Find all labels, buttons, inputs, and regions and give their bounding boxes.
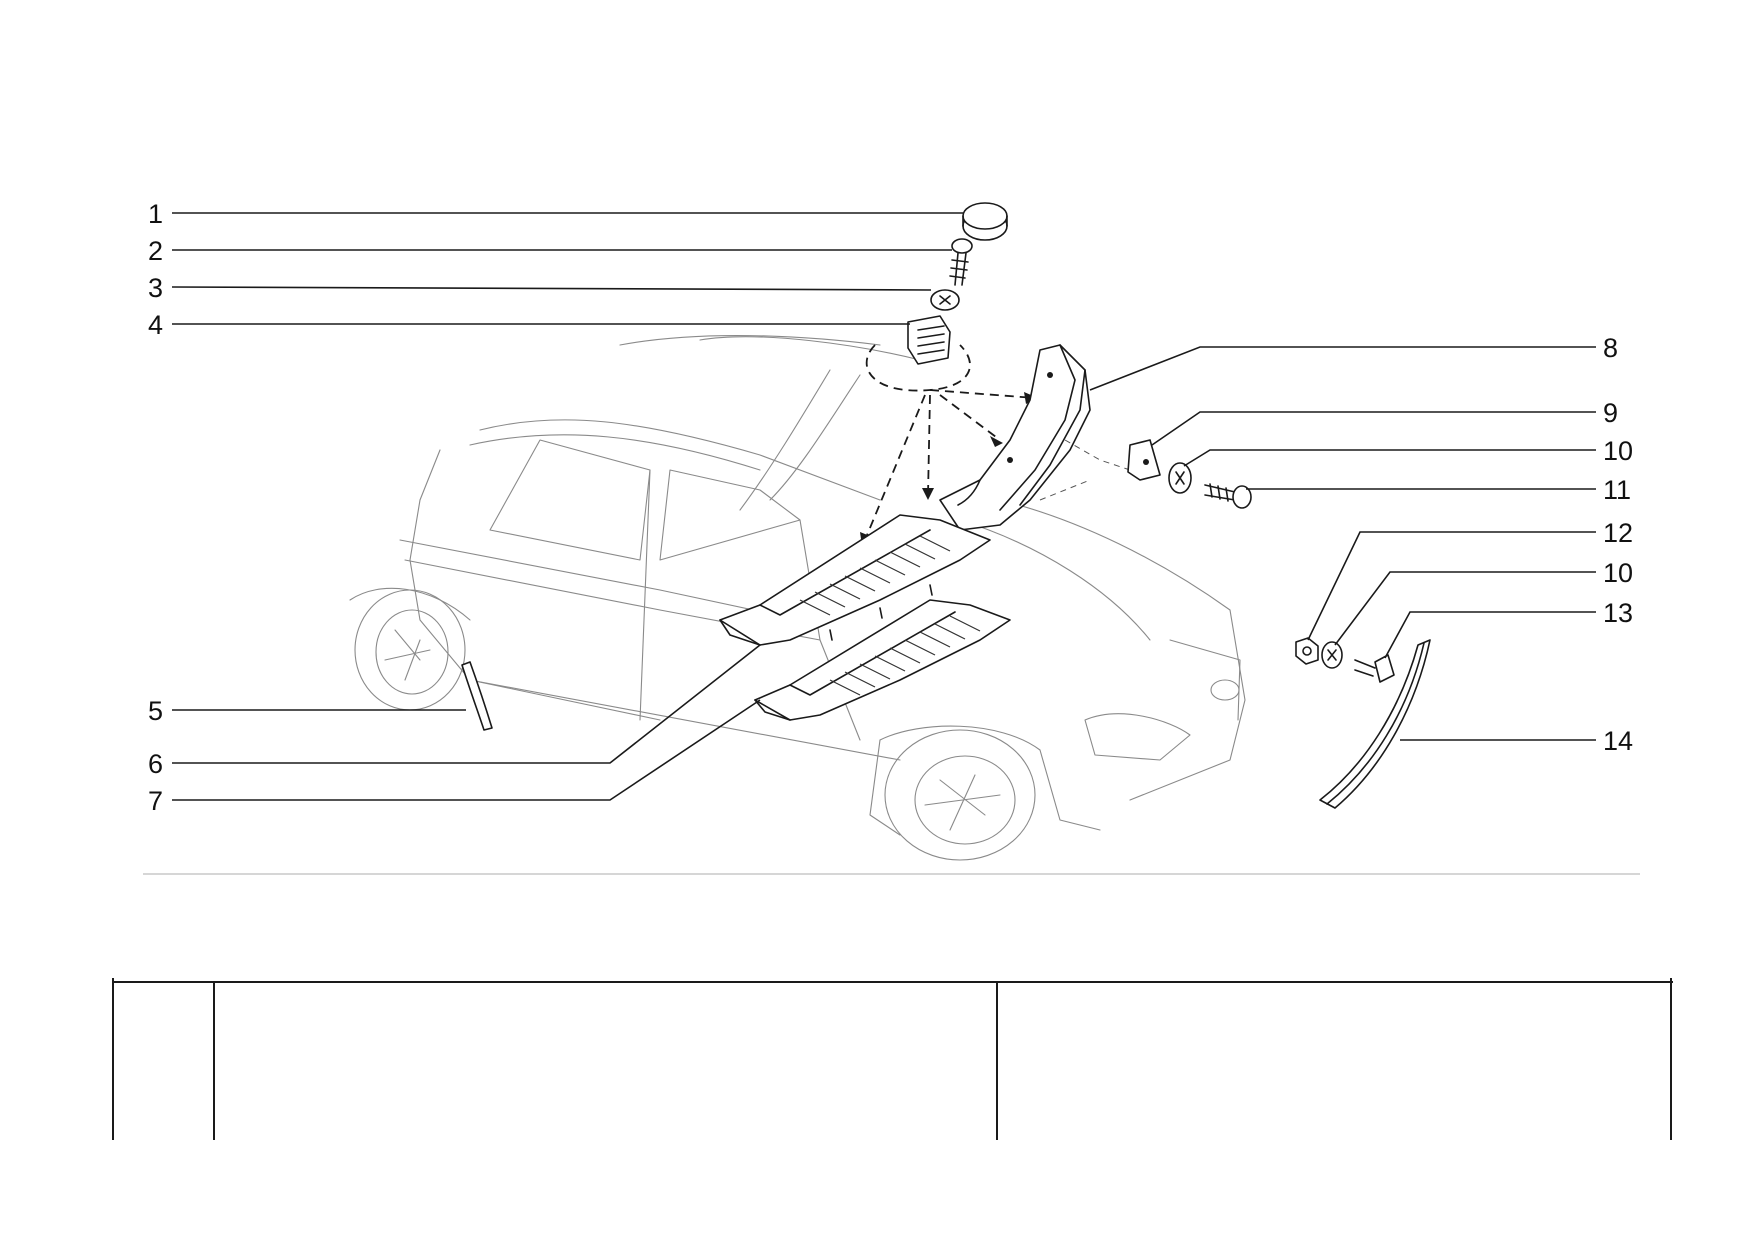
callout-9: 9 [1603,398,1618,428]
callout-2: 2 [148,236,163,266]
part-upper-grille [719,514,991,646]
callout-6: 6 [148,749,163,779]
callout-11: 11 [1603,475,1631,505]
car-body-outline [349,334,1246,861]
callout-13: 13 [1603,598,1633,628]
callout-14: 14 [1603,726,1633,756]
assembly-arrows [860,344,1038,546]
part-clip [907,315,951,365]
callout-labels: 1 2 3 4 5 6 7 8 9 10 11 12 10 13 14 [148,199,1633,816]
callout-8: 8 [1603,333,1618,363]
leader-lines [171,212,1596,801]
callout-10-upper: 10 [1603,436,1633,466]
parts-table-frame [112,978,1673,1140]
part-lower-grille [754,599,1011,721]
callout-3: 3 [148,273,163,303]
callout-12: 12 [1603,518,1633,548]
part-bolt [1354,654,1395,683]
callout-1: 1 [148,199,163,229]
part-rear-trim-strip [461,661,493,731]
callout-7: 7 [148,786,163,816]
part-washer-upper [1168,462,1192,494]
part-washer-lower [1321,641,1343,669]
part-nut [1295,637,1319,665]
callout-10-lower: 10 [1603,558,1633,588]
part-cowl-panel [939,344,1131,531]
part-cap [962,202,1008,241]
callout-5: 5 [148,696,163,726]
part-washer-top [930,289,960,311]
part-screw-top [949,238,973,286]
part-screw-side [1204,483,1252,509]
callout-4: 4 [148,310,163,340]
part-bracket [1127,439,1161,481]
part-long-trim-strip [1319,639,1431,809]
